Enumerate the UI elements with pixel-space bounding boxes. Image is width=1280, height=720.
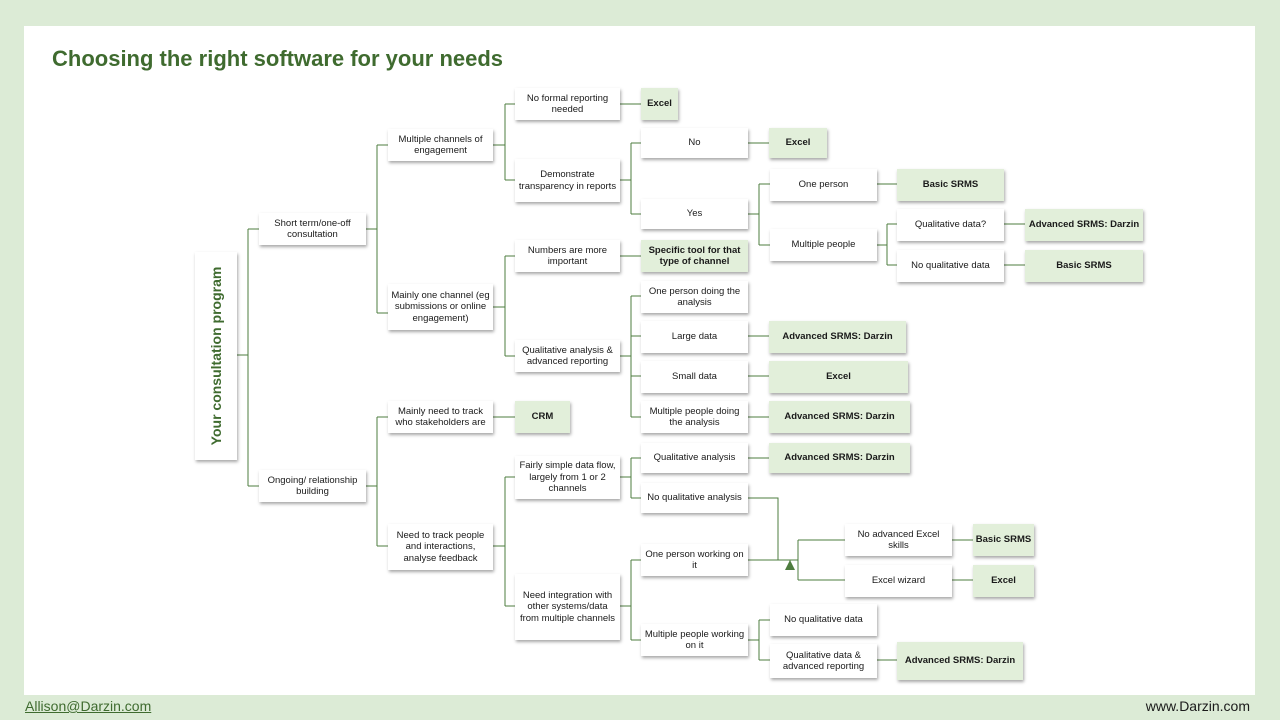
node-multiple-people: Multiple people [770,229,877,261]
node-mainly-track-stakeholders: Mainly need to track who stakeholders ar… [388,401,493,433]
footer-website: www.Darzin.com [1145,698,1250,714]
node-short-term: Short term/one-off consultation [259,213,366,245]
node-no: No [641,128,748,158]
result-advanced-3: Advanced SRMS: Darzin [769,401,910,433]
node-one-person: One person [770,169,877,201]
node-multiple-people-doing-analysis: Multiple people doing the analysis [641,401,748,433]
node-qualitative-analysis: Qualitative analysis [641,443,748,473]
node-fairly-simple-data-flow: Fairly simple data flow, largely from 1 … [515,456,620,499]
node-demonstrate-transparency: Demonstrate transparency in reports [515,159,620,202]
node-qualitative-analysis-advanced: Qualitative analysis & advanced reportin… [515,340,620,372]
page-title: Choosing the right software for your nee… [52,46,504,71]
result-excel-2: Excel [769,128,827,158]
node-ongoing: Ongoing/ relationship building [259,470,366,502]
result-excel-1: Excel [641,88,678,120]
node-qualitative-data-q: Qualitative data? [897,209,1004,241]
node-qualitative-data-advanced: Qualitative data & advanced reporting [770,644,877,678]
footer-email-link[interactable]: Allison@Darzin.com [25,698,152,714]
result-advanced-5: Advanced SRMS: Darzin [897,642,1023,680]
result-crm: CRM [515,401,570,433]
node-multiple-people-working: Multiple people working on it [641,624,748,656]
node-no-formal-reporting: No formal reporting needed [515,88,620,120]
result-excel-4: Excel [973,565,1034,597]
node-yes: Yes [641,199,748,229]
node-one-person-doing-analysis: One person doing the analysis [641,281,748,313]
result-advanced-1: Advanced SRMS: Darzin [1025,209,1143,241]
result-advanced-2: Advanced SRMS: Darzin [769,321,906,353]
node-no-qualitative-analysis: No qualitative analysis [641,483,748,513]
root-label: Your consultation program [208,266,224,446]
root-node: Your consultation program [195,252,237,460]
node-large-data: Large data [641,321,748,353]
node-mainly-one-channel: Mainly one channel (eg submissions or on… [388,284,493,330]
node-small-data: Small data [641,361,748,393]
result-basic-srms-3: Basic SRMS [973,524,1034,556]
node-multiple-channels: Multiple channels of engagement [388,129,493,161]
node-numbers-more-important: Numbers are more important [515,240,620,272]
result-basic-srms-1: Basic SRMS [897,169,1004,201]
node-no-advanced-excel: No advanced Excel skills [845,524,952,556]
result-specific-tool: Specific tool for that type of channel [641,240,748,272]
node-no-qualitative-data-1: No qualitative data [897,250,1004,282]
node-one-person-working: One person working on it [641,544,748,576]
result-basic-srms-2: Basic SRMS [1025,250,1143,282]
node-need-integration: Need integration with other systems/data… [515,574,620,640]
result-advanced-4: Advanced SRMS: Darzin [769,443,910,473]
node-track-people-interactions: Need to track people and interactions, a… [388,524,493,570]
node-excel-wizard: Excel wizard [845,565,952,597]
node-no-qualitative-data-2: No qualitative data [770,604,877,636]
result-excel-3: Excel [769,361,908,393]
